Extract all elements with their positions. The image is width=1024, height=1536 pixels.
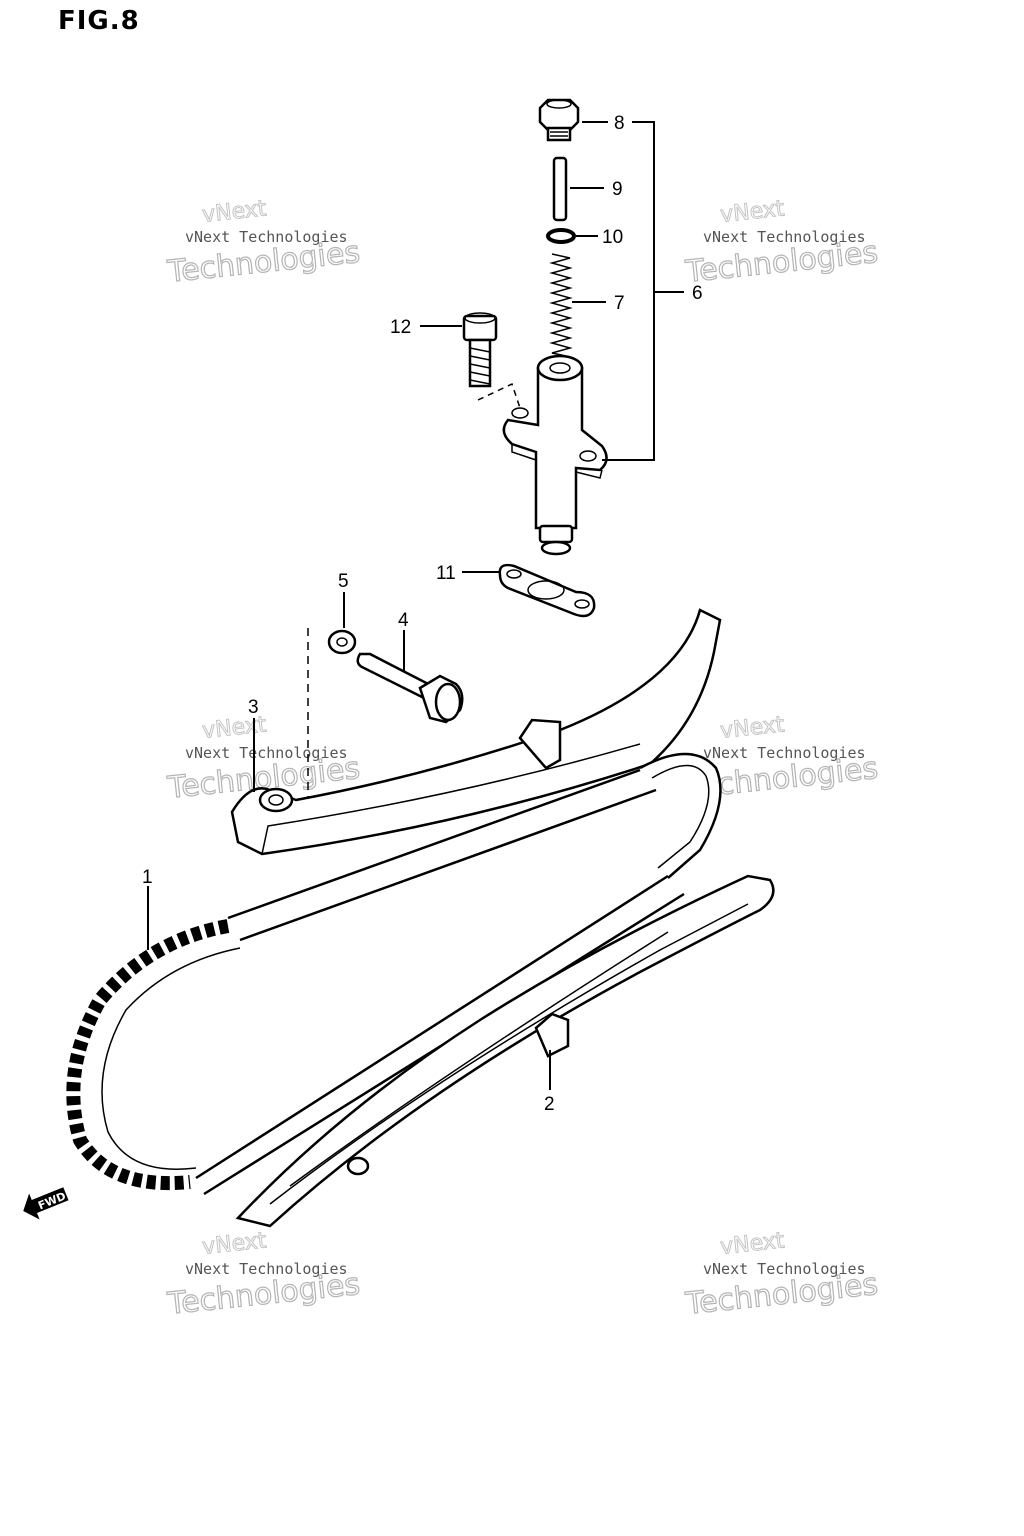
- watermark-top-left: vNext Technologies vNext Technologies: [165, 196, 363, 291]
- watermark-text: vNext Technologies: [703, 744, 866, 762]
- watermark-text: vNext Technologies: [185, 228, 348, 246]
- chain-guide: [235, 874, 775, 1228]
- tensioner-gasket: [498, 563, 596, 618]
- watermark-brand: vNext: [201, 196, 268, 228]
- watermark-bottom-left: vNext Technologies vNext Technologies: [165, 1228, 363, 1323]
- tensioner-guide: [230, 608, 722, 856]
- watermark-brand: vNext: [201, 1228, 268, 1260]
- fwd-arrow: FWD: [23, 1187, 69, 1220]
- watermark-top-right: vNext Technologies vNext Technologies: [683, 196, 881, 291]
- watermark-brand: vNext: [719, 712, 786, 744]
- callout-2: 2: [544, 1094, 555, 1115]
- callout-11: 11: [436, 563, 456, 584]
- tensioner-cap-bolt: [538, 98, 580, 142]
- cam-chain: [66, 752, 722, 1196]
- tensioner-spring: [549, 253, 573, 357]
- callout-1: 1: [142, 867, 153, 888]
- watermark-text: vNext Technologies: [703, 1260, 866, 1278]
- callout-9: 9: [612, 179, 623, 200]
- guide-washer: [327, 629, 357, 655]
- callout-10: 10: [602, 227, 623, 248]
- tensioner-o-ring: [546, 228, 576, 244]
- figure-title: FIG.8: [58, 6, 140, 36]
- callout-8: 8: [614, 113, 625, 134]
- watermark-text: vNext Technologies: [703, 228, 866, 246]
- tensioner-body: [502, 354, 608, 556]
- watermark-text: vNext Technologies: [185, 1260, 348, 1278]
- tensioner-pushrod: [552, 156, 568, 222]
- fwd-label: FWD: [36, 1190, 68, 1213]
- callout-4: 4: [398, 610, 409, 631]
- watermark-bottom-right: vNext Technologies vNext Technologies: [683, 1228, 881, 1323]
- callout-3: 3: [248, 697, 259, 718]
- callout-7: 7: [614, 293, 625, 314]
- guide-pivot-bolt: [356, 652, 464, 724]
- watermark-brand: vNext: [719, 196, 786, 228]
- watermark-brand: vNext: [719, 1228, 786, 1260]
- callout-6: 6: [692, 283, 703, 304]
- callout-5: 5: [338, 571, 349, 592]
- watermark-text: vNext Technologies: [185, 744, 348, 762]
- leader-lines: [147, 121, 684, 1090]
- tensioner-mounting-bolt: [462, 312, 498, 388]
- callout-12: 12: [390, 317, 411, 338]
